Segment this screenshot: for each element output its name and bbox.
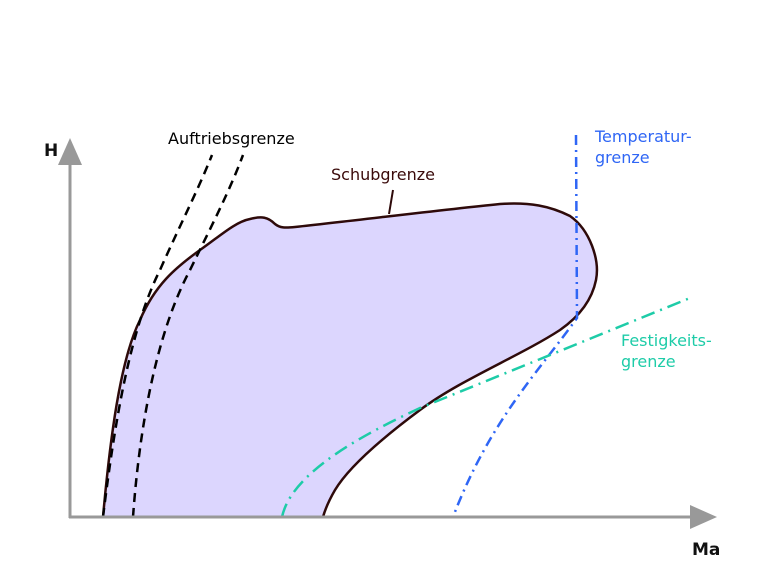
strength-limit-label-2: grenze bbox=[621, 352, 676, 371]
x-axis-label: Ma bbox=[692, 540, 721, 560]
strength-limit-curve bbox=[280, 296, 691, 518]
lift-limit-curve-2 bbox=[131, 154, 245, 518]
y-axis-label: H bbox=[44, 141, 59, 161]
temperature-limit-curve bbox=[451, 134, 579, 518]
temperature-limit-label-1: Temperatur- bbox=[595, 127, 692, 146]
lift-limit-label: Auftriebsgrenze bbox=[168, 129, 295, 148]
flight-envelope-area bbox=[101, 202, 599, 519]
strength-limit-label-1: Festigkeits- bbox=[621, 331, 712, 350]
thrust-limit-label: Schubgrenze bbox=[331, 165, 435, 184]
lift-limit-curve-1 bbox=[101, 154, 214, 518]
thrust-label-leader bbox=[388, 189, 394, 215]
temperature-limit-label-2: grenze bbox=[595, 148, 650, 167]
